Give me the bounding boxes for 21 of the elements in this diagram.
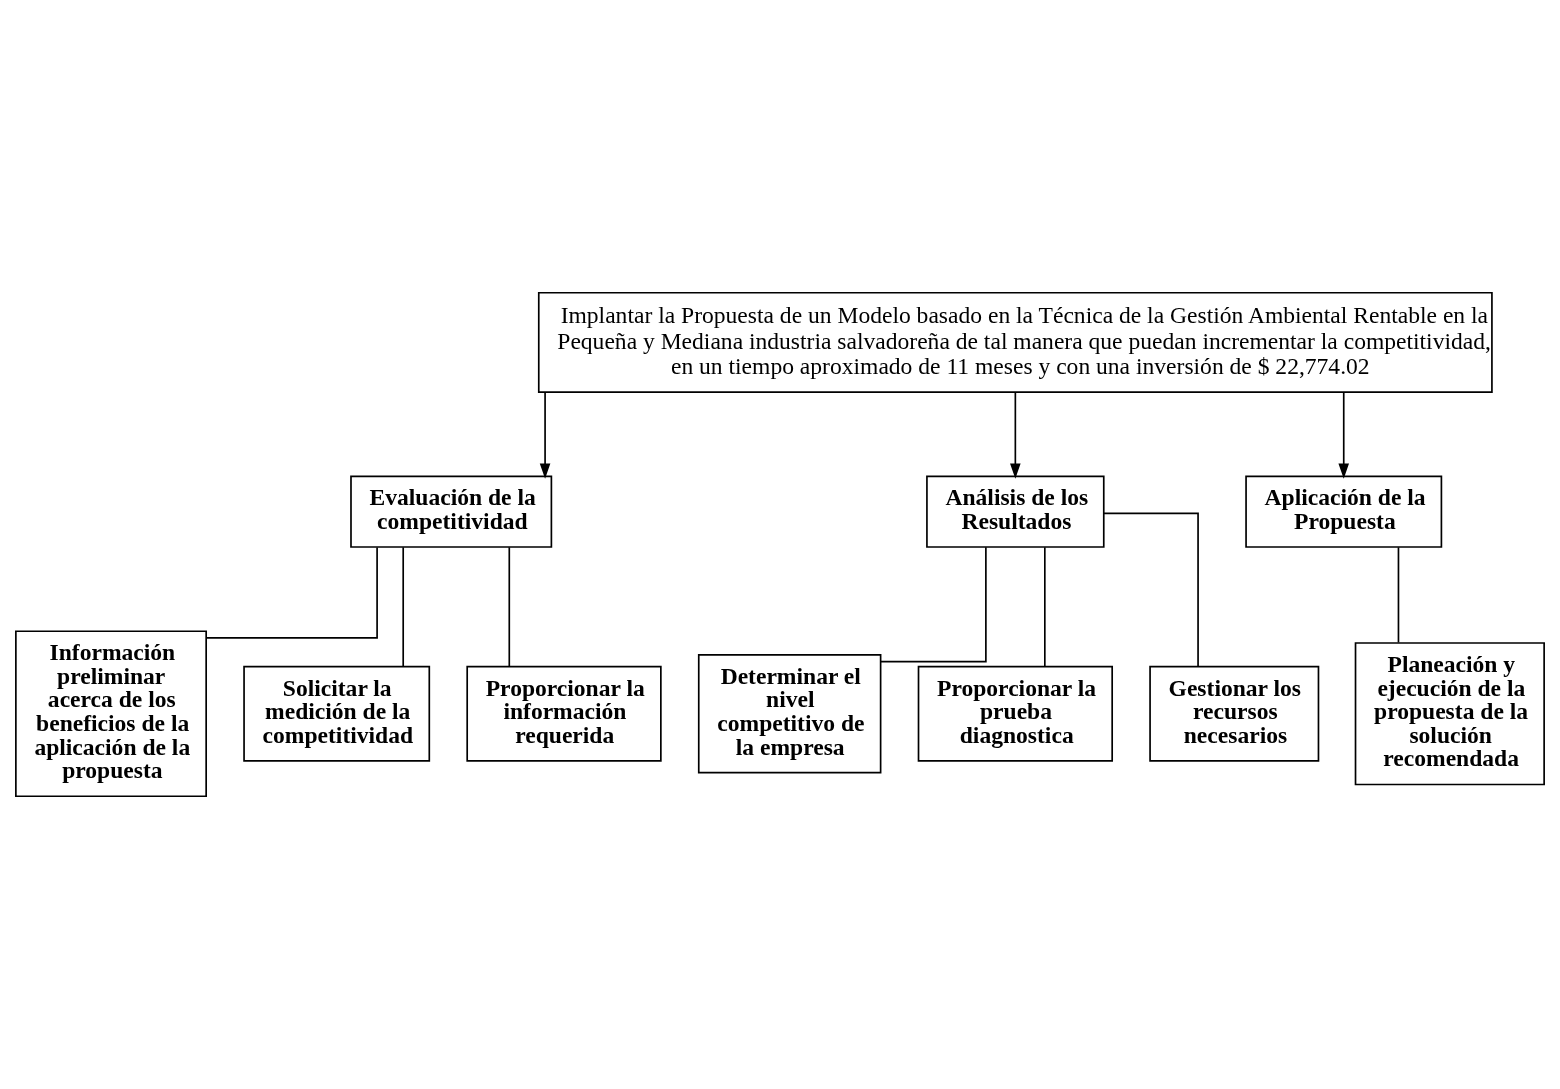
arrow — [1010, 391, 1021, 479]
connector — [402, 546, 405, 668]
connector — [508, 546, 511, 668]
node-box: Implantar la Propuesta de un Modelo basado en la Técnica de la Gestión Ambiental Rentable en la Pequeña y Mediana industria salvadoreña de tal manera que puedan incrementar la competitividad, en un tiempo aproximado de 11 meses y con una inversión de $ 22,774.02 — [537, 291, 1493, 393]
node-box: Determinar el nivel competitivo de la empresa — [697, 653, 882, 774]
connector — [205, 546, 378, 639]
node-box: Proporcionar la información requerida — [466, 665, 662, 762]
node-box: Gestionar los recursos necesarios — [1149, 665, 1320, 762]
connector — [1103, 512, 1199, 668]
connector — [880, 546, 987, 663]
connector — [1397, 546, 1400, 644]
node-box: Análisis de los Resultados — [926, 475, 1105, 548]
node-box: Planeación y ejecución de la propuesta de la solución recomendada — [1354, 642, 1545, 786]
node-box: Información preliminar acerca de los beneficios de la aplicación de la propuesta — [15, 630, 207, 798]
connector — [1044, 546, 1046, 668]
node-box: Proporcionar la prueba diagnostica — [917, 665, 1113, 762]
node-box: Solicitar la medición de la competitividad — [243, 665, 431, 762]
arrow — [539, 391, 551, 479]
arrow — [1338, 391, 1350, 479]
node-box: Aplicación de la Propuesta — [1245, 475, 1443, 548]
node-box: Evaluación de la competitividad — [350, 475, 553, 548]
